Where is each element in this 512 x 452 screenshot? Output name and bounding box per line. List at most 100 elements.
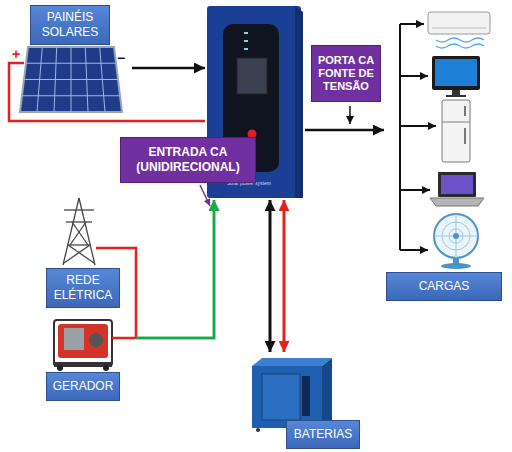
battery-cabinet-icon-part: [252, 366, 322, 428]
callout-leader: [349, 106, 351, 124]
load-bus: [400, 24, 436, 250]
inverter-icon-part: [244, 40, 248, 42]
tv-icon-part: [435, 59, 477, 86]
grid-feed-line-segment: [136, 200, 214, 338]
solar-panel-icon-part: [22, 47, 120, 112]
inverter-icon-part: [244, 32, 248, 34]
generator-node: GERADOR: [44, 310, 122, 402]
transmission-tower-icon-part: [66, 221, 92, 222]
polarity-sign-holder: −: [117, 49, 125, 67]
callout-box: PORTA CA FONTE DE TENSÃO: [311, 45, 381, 102]
battery-arrow-segment: [283, 200, 286, 352]
inverter-icon-part: [244, 48, 248, 50]
fridge-icon-part: [442, 100, 470, 162]
air-conditioner-icon-part: [432, 28, 486, 29]
generator-icon-part: [64, 328, 84, 350]
node-label: GERADOR: [46, 372, 120, 401]
battery-arrow: [270, 200, 271, 352]
generator-icon-part: [103, 365, 109, 371]
dc-power-arrow-segment: [132, 67, 205, 70]
generator-icon-part: [89, 333, 103, 347]
load-bus-part: [400, 23, 424, 25]
transmission-tower-icon-part: [70, 222, 86, 245]
laptop-icon: [430, 172, 484, 206]
transmission-tower-icon-part: [64, 245, 90, 263]
battery-arrow-segment: [269, 200, 272, 352]
solar-panel-icon: [20, 47, 122, 112]
solar-panel-node: PAINÉIS SOLARES: [8, 4, 132, 118]
fridge-icon-part: [442, 122, 470, 123]
fridge-icon-part: [464, 128, 466, 144]
transmission-tower-icon-part: [64, 209, 94, 210]
loads-node: CARGAS: [384, 4, 504, 304]
node-label: REDE ELÉTRICA: [46, 268, 120, 308]
battery-cabinet-icon-part: [256, 428, 260, 432]
laptop-icon-part: [441, 175, 473, 194]
battery-cabinet-icon-part: [302, 376, 310, 416]
fridge-icon-part: [464, 106, 466, 116]
solar-panel-icon-part: [20, 47, 122, 112]
load-bus-part: [400, 75, 428, 77]
transmission-tower-icon-part: [72, 222, 88, 245]
dc-power-arrow: [132, 68, 205, 69]
air-conditioner-icon-part: [436, 44, 484, 48]
node-label: CARGAS: [386, 272, 502, 301]
battery-cabinet-icon-part: [252, 358, 332, 366]
load-bus-part: [400, 189, 430, 191]
callout-text: PORTA CA FONTE DE TENSÃO: [311, 45, 381, 102]
grid-feed-line: [122, 200, 214, 338]
polarity-sign-holder: +: [12, 45, 20, 63]
polarity-sign: −: [117, 50, 125, 66]
generator-wire: [112, 337, 122, 340]
tv-icon: [432, 56, 480, 97]
generator-feed-line-segment: [136, 200, 214, 338]
air-conditioner-icon-part: [436, 38, 484, 42]
callout-text: ENTRADA CA (UNIDIRECIONAL): [120, 137, 256, 183]
transmission-tower-icon-part: [68, 245, 94, 263]
grid-feed-line-segment: [122, 248, 136, 338]
dc-wire-segment: [9, 63, 205, 121]
solar-panel-icon-part-part: [26, 63, 116, 64]
generator-icon-part: [54, 320, 112, 366]
grid-node: REDE ELÉTRICA: [44, 196, 122, 310]
ac-output-arrow-segment: [305, 129, 384, 132]
inverter-icon-part: [237, 58, 267, 94]
load-bus-part: [400, 249, 428, 251]
battery-cabinet-icon-part: [322, 358, 332, 428]
tv-icon-part: [432, 56, 480, 90]
generator-feed-line: [122, 200, 214, 338]
callout-box: ENTRADA CA (UNIDIRECIONAL): [120, 137, 256, 183]
laptop-icon-part: [430, 198, 484, 206]
laptop-icon-part: [438, 172, 476, 197]
ac-output-arrow: [305, 130, 384, 131]
callout-leader: [200, 185, 210, 206]
battery-arrow: [284, 200, 285, 352]
air-conditioner-icon-part: [428, 12, 490, 34]
fan-icon: [434, 214, 478, 269]
inverter-icon-part: [295, 6, 303, 198]
load-bus-part: [399, 24, 401, 250]
generator-icon-part: [57, 365, 63, 371]
fridge-icon: [442, 100, 470, 162]
transmission-tower-icon-part: [68, 244, 90, 245]
transmission-tower-icon: [63, 198, 95, 265]
dc-wire: [9, 63, 205, 121]
tv-icon-part: [452, 90, 460, 95]
fan-icon-part: [453, 233, 459, 239]
fan-icon-part: [434, 214, 478, 258]
polarity-sign: +: [12, 46, 20, 62]
load-bus-part: [400, 125, 436, 127]
tv-icon-part: [446, 95, 466, 97]
battery-cabinet-icon-part: [262, 374, 300, 420]
generator-icon-part: [54, 362, 112, 367]
solar-panel-icon-part-part: [24, 79, 118, 80]
air-conditioner-icon: [428, 12, 490, 48]
grid-wire: [96, 247, 122, 250]
node-label: BATERIAS: [286, 420, 360, 449]
battery-node: BATERIAS: [248, 352, 362, 450]
solar-panel-icon-part-part: [22, 95, 120, 96]
fan-icon-part: [441, 263, 471, 269]
node-label: PAINÉIS SOLARES: [30, 5, 110, 45]
generator-icon-part: [58, 324, 108, 358]
